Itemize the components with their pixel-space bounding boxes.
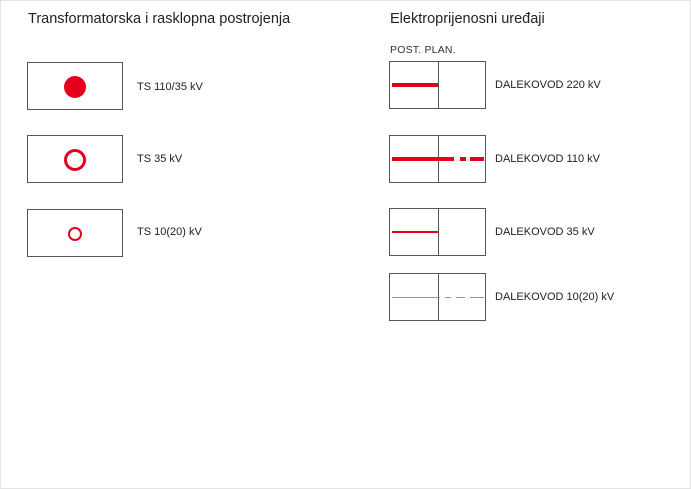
substations-heading: Transformatorska i rasklopna postrojenja xyxy=(28,11,291,27)
line-110-existing xyxy=(392,157,454,161)
column-divider xyxy=(438,209,439,255)
ring-large-icon xyxy=(64,149,86,171)
transmission-heading: Elektroprijenosni uređaji xyxy=(390,11,545,27)
filled-circle-icon xyxy=(64,76,86,98)
dalekovod-220-label: DALEKOVOD 220 kV xyxy=(495,79,601,91)
dalekovod-10-20-symbol-box xyxy=(389,273,486,321)
ts-10-20-label: TS 10(20) kV xyxy=(137,226,202,238)
line-10-20-existing xyxy=(392,297,440,298)
column-divider xyxy=(438,62,439,108)
dalekovod-220-symbol-box xyxy=(389,61,486,109)
dalekovod-35-label: DALEKOVOD 35 kV xyxy=(495,226,595,238)
ts-35-label: TS 35 kV xyxy=(137,153,183,165)
columns-label: POST. PLAN. xyxy=(390,44,456,56)
ts-110-35-label: TS 110/35 kV xyxy=(137,81,203,93)
ts-110-35-symbol-box xyxy=(27,62,123,110)
line-10-20-planned xyxy=(470,297,484,298)
ring-small-icon xyxy=(68,227,82,241)
dalekovod-110-symbol-box xyxy=(389,135,486,183)
line-10-20-planned xyxy=(445,297,451,298)
dalekovod-10-20-label: DALEKOVOD 10(20) kV xyxy=(495,291,615,303)
line-35-existing xyxy=(392,231,438,233)
line-110-planned xyxy=(460,157,466,161)
dalekovod-110-label: DALEKOVOD 110 kV xyxy=(495,153,600,165)
line-110-planned xyxy=(470,157,484,161)
dalekovod-35-symbol-box xyxy=(389,208,486,256)
line-220-existing xyxy=(392,83,438,87)
line-10-20-planned xyxy=(456,297,465,298)
ts-10-20-symbol-box xyxy=(27,209,123,257)
ts-35-symbol-box xyxy=(27,135,123,183)
